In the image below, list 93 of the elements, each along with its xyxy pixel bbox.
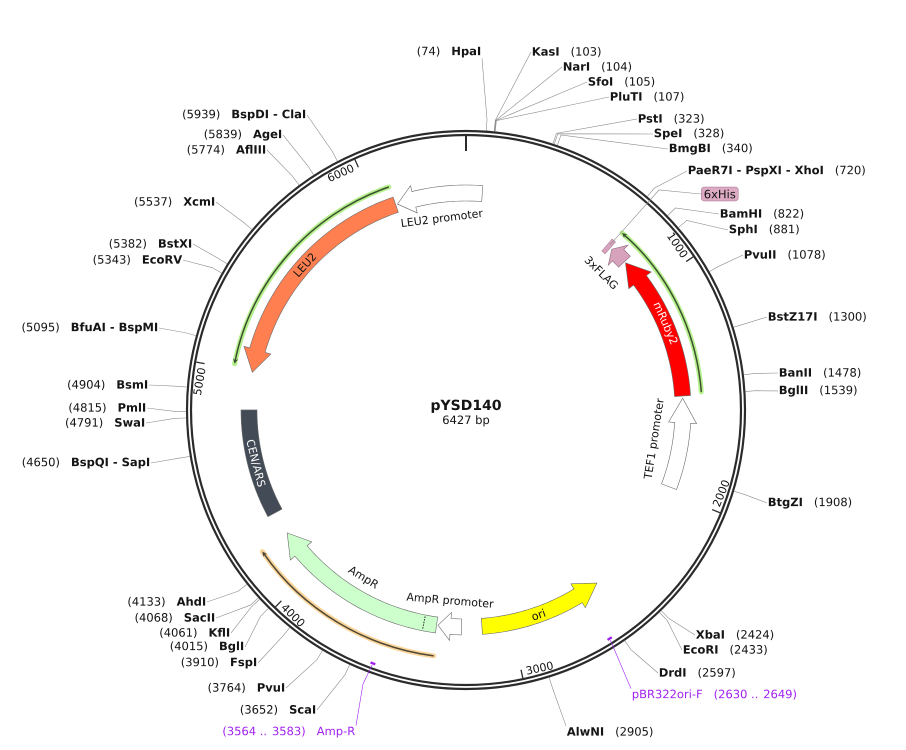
leader-line	[610, 640, 632, 689]
plasmid-name: pYSD140	[432, 400, 501, 413]
enzyme-site-label: (3652) ScaI	[240, 704, 316, 716]
leader-line	[659, 612, 682, 650]
feature-label: LEU2 promoter	[401, 210, 483, 227]
feature-block	[601, 238, 616, 254]
leader-line	[482, 58, 488, 131]
leader-line	[216, 202, 252, 230]
enzyme-site-label: (4791) SwaI	[66, 418, 144, 428]
enzyme-site-label: EcoRI (2433)	[684, 644, 767, 656]
leader-line	[216, 598, 259, 618]
enzyme-site-label: (5939) BspDI - ClaI	[183, 109, 306, 121]
enzyme-site-label: (4015) BglI	[170, 641, 244, 653]
enzyme-site-label: BglII (1539)	[780, 385, 857, 397]
leader-line	[494, 82, 588, 132]
leader-line	[146, 418, 186, 424]
enzyme-site-label: (4650) BspQI - SapI	[22, 457, 150, 469]
enzyme-site-label: (5774) AflIII	[188, 144, 266, 156]
leader-line	[282, 134, 314, 176]
enzyme-site-label: (5343) EcoRV	[94, 254, 182, 266]
leader-line	[610, 190, 702, 246]
leader-line	[661, 610, 696, 636]
enzyme-site-label: (4133) AhdI	[128, 596, 206, 608]
leader-line	[734, 491, 768, 504]
enzyme-site-label: PaeR7I - PspXI - XhoI (720)	[688, 165, 865, 177]
leader-line	[745, 390, 778, 392]
enzyme-site-label: AlwNI (2905)	[566, 726, 652, 738]
enzyme-site-label: NarI (104)	[564, 62, 632, 72]
enzyme-site-label: PvuII (1078)	[744, 250, 825, 260]
leader-line	[554, 134, 654, 144]
enzyme-site-label: (5095) BfuAI - BspMI	[22, 322, 158, 334]
enzyme-site-label: BmgBI (340)	[670, 143, 752, 155]
enzyme-site-label: (4068) SacII	[136, 612, 214, 624]
enzyme-site-label: BstZ17I (1300)	[768, 312, 866, 322]
leader-line	[557, 134, 668, 150]
feature-label: TEF1 promoter	[644, 398, 664, 479]
leader-line	[667, 208, 720, 216]
primer-mark	[370, 661, 376, 666]
enzyme-site-label: DrdI (2597)	[660, 668, 735, 678]
enzyme-site-label: BamHI (822)	[720, 208, 804, 220]
enzyme-site-label: KasI (103)	[532, 46, 601, 58]
primer-label: pBR322ori-F (2630 .. 2649)	[632, 689, 796, 701]
leader-line	[230, 599, 260, 634]
enzyme-site-label: PstI (323)	[638, 114, 704, 124]
leader-line	[146, 408, 186, 412]
leader-line	[548, 677, 566, 726]
leader-line	[709, 254, 744, 272]
primer-label: (3564 .. 3583) Amp-R	[223, 726, 355, 738]
leader-line	[258, 627, 290, 664]
tick-label: 5000	[193, 368, 206, 396]
leader-line	[192, 244, 228, 264]
leader-line	[316, 664, 350, 710]
enzyme-site-label: SphI (881)	[730, 224, 799, 236]
enzyme-site-label: (4815) PmlI	[69, 402, 146, 414]
tick-label: 3000	[526, 662, 553, 674]
enzyme-site-label: PluTI (107)	[610, 92, 684, 102]
leader-line	[494, 52, 532, 132]
leader-line	[678, 220, 728, 230]
primer-mark	[606, 636, 612, 641]
enzyme-site-label: XbaI (2424)	[696, 630, 774, 640]
leader-line	[148, 384, 188, 388]
leader-line	[158, 328, 196, 336]
enzyme-site-label: SpeI (328)	[654, 128, 724, 140]
enzyme-site-label: (3910) FspI	[182, 657, 256, 669]
enzyme-site-label: (5839) AgeI	[204, 129, 282, 141]
enzyme-site-label: BanII (1478)	[780, 368, 860, 378]
leader-line	[494, 96, 610, 132]
feature-label: 6xHis	[701, 186, 739, 202]
enzyme-site-label: (5382) BstXI	[110, 238, 192, 250]
leader-line	[244, 608, 269, 648]
enzyme-site-label: (3764) PvuI	[208, 682, 284, 694]
tick-label: 6000	[328, 164, 354, 182]
leader-line	[150, 456, 190, 464]
leader-line	[286, 650, 323, 688]
tick-label: 2000	[712, 480, 730, 507]
enzyme-site-label: (74) HpaI	[418, 46, 480, 58]
enzyme-site-label: BtgZI (1908)	[768, 497, 852, 509]
leader-line	[733, 316, 768, 328]
leader-line	[356, 664, 372, 726]
enzyme-site-label: (5537) XcmI	[135, 196, 214, 208]
leader-line	[494, 66, 562, 132]
leader-line	[206, 584, 248, 602]
leader-line	[744, 372, 778, 376]
enzyme-site-label: (4061) KflI	[160, 628, 230, 638]
leader-line	[624, 640, 658, 674]
enzyme-site-label: SfoI (105)	[588, 76, 654, 88]
enzyme-site-label: (4904) BsmI	[68, 380, 148, 390]
leader-line	[266, 150, 300, 186]
plasmid-size: 6427 bp	[443, 415, 490, 426]
leader-line	[552, 118, 638, 144]
leader-line	[647, 170, 688, 197]
leader-line	[306, 114, 338, 162]
leader-line	[182, 260, 222, 274]
